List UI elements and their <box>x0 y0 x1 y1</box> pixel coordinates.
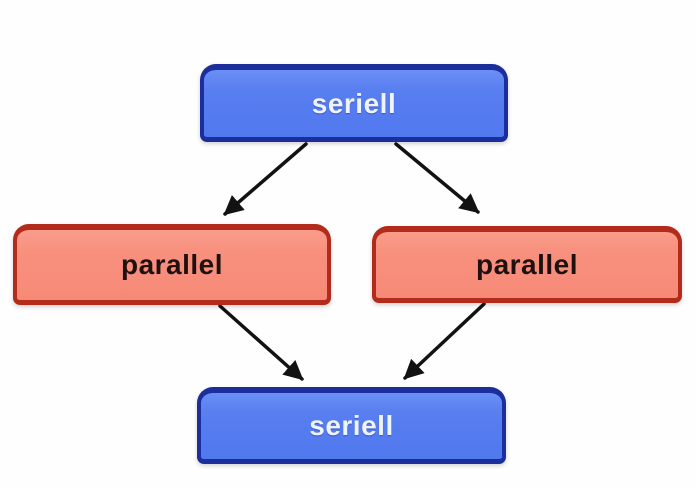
arrow-parallel-right-to-seriell-bottom <box>403 302 486 380</box>
node-parallel-left: parallel <box>13 224 331 305</box>
arrow-seriell-top-to-parallel-right <box>394 142 480 214</box>
node-seriell-bottom: seriell <box>197 387 506 464</box>
node-label: parallel <box>120 249 224 280</box>
node-parallel-right: parallel <box>372 226 682 303</box>
node-seriell-top: seriell <box>200 64 508 142</box>
arrow-seriell-top-to-parallel-left <box>223 142 308 216</box>
node-label: parallel <box>475 249 579 280</box>
node-label: seriell <box>309 410 394 441</box>
arrow-parallel-left-to-seriell-bottom <box>218 304 304 381</box>
node-label: seriell <box>311 87 397 119</box>
